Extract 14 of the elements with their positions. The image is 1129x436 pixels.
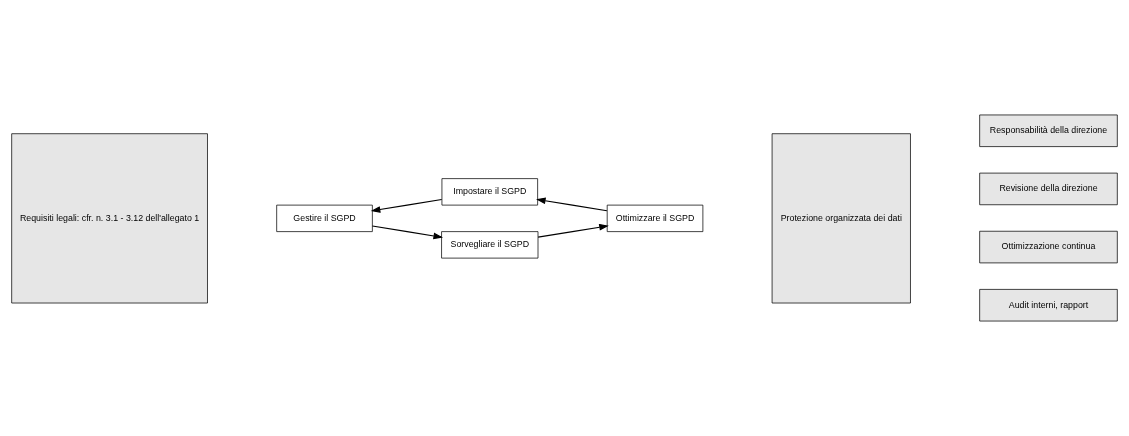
arrow bbox=[371, 225, 444, 240]
node-box: Ottimizzazione continua bbox=[979, 230, 1118, 264]
arrow bbox=[536, 197, 608, 212]
arrow bbox=[370, 199, 443, 213]
arrow bbox=[537, 223, 609, 238]
node-box: Revisione della direzione bbox=[979, 172, 1118, 206]
node-box: Audit interni, rapport bbox=[979, 289, 1118, 322]
node-box: Responsabilità della direzione bbox=[979, 114, 1118, 147]
node-box: Impostare il SGPD bbox=[441, 178, 538, 206]
node-box: Sorvegliare il SGPD bbox=[441, 231, 539, 259]
node-box: Requisiti legali: cfr. n. 3.1 - 3.12 dell'allegato 1 bbox=[11, 133, 208, 304]
node-box: Protezione organizzata dei dati bbox=[771, 133, 911, 304]
node-box: Gestire il SGPD bbox=[276, 204, 373, 232]
node-box: Ottimizzare il SGPD bbox=[606, 204, 704, 232]
